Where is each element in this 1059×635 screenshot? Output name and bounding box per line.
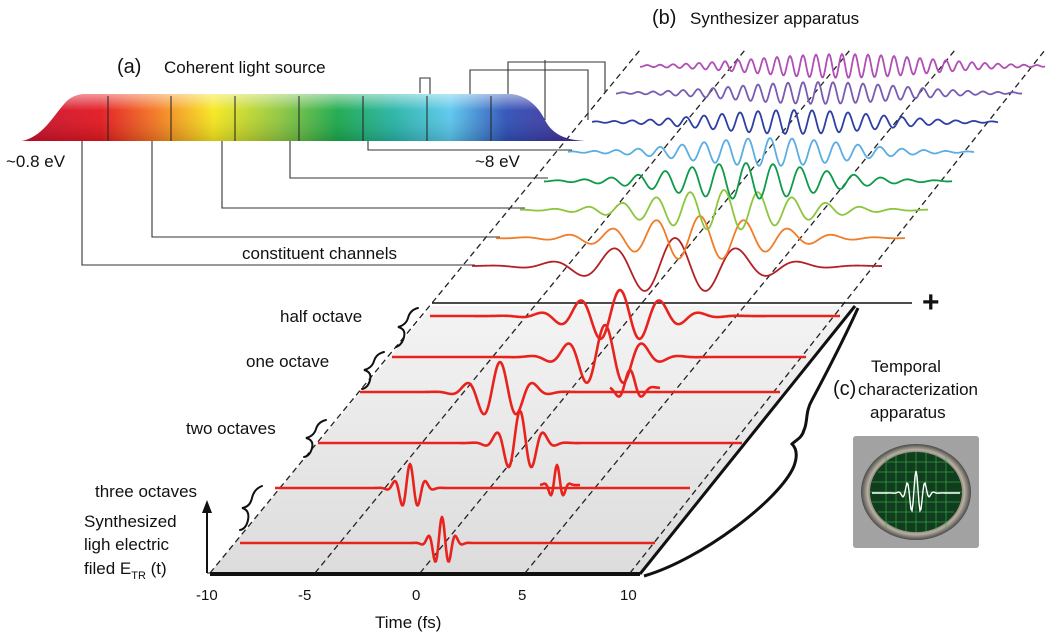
brace-three-octaves: [239, 485, 263, 531]
brace-half-octave: [395, 307, 419, 348]
synthesized-waveforms: [239, 288, 841, 563]
tick-label-10: 10: [620, 587, 637, 604]
big-right-brace: [643, 307, 860, 578]
panel-c-title-line1: Temporal: [871, 357, 941, 376]
panel-c-title-line3: apparatus: [870, 403, 946, 422]
tick-label-neg5: -5: [298, 587, 311, 604]
oscilloscope-trace: [872, 470, 960, 513]
waveform-braces: [239, 307, 419, 531]
panel-c-title-line2: characterization: [858, 380, 978, 399]
time-plane: [210, 306, 855, 573]
dashed-time-grid: [209, 49, 1046, 574]
channels-label: constituent channels: [242, 244, 397, 263]
synth-three-octaves: [274, 462, 691, 507]
label-half-octave: half octave: [280, 307, 362, 326]
panel-b-title: Synthesizer apparatus: [690, 9, 859, 28]
label-one-octave: one octave: [246, 352, 329, 371]
channel-waveform-8: [639, 53, 1046, 79]
brace-two-octaves: [303, 419, 327, 458]
synth-one-octave: [391, 323, 807, 385]
synth-half-octave: [429, 288, 841, 341]
synth-final: [239, 515, 656, 563]
channel-waveform-5: [567, 137, 975, 167]
channel-waveform-2: [495, 215, 906, 260]
spectrum-bar: [22, 94, 585, 141]
y-axis-label-line2: ligh electric: [84, 535, 170, 554]
tick-label-0: 0: [412, 587, 420, 604]
channel-waveform-6: [591, 109, 999, 135]
synth-three-octaves-echo: [539, 463, 581, 497]
panel-a-title: Coherent light source: [164, 58, 326, 77]
panel-a-letter: (a): [117, 56, 141, 78]
label-three-octaves: three octaves: [95, 482, 197, 501]
low-energy-label: ~0.8 eV: [6, 152, 66, 171]
channel-waveforms: [471, 53, 1046, 292]
panel-c-letter: (c): [833, 378, 856, 400]
oscilloscope-image: [853, 436, 979, 548]
x-axis-label: Time (fs): [375, 613, 441, 632]
channel-waveform-7: [615, 81, 1023, 105]
channel-connectors: [81, 60, 606, 266]
plus-sign: +: [922, 286, 940, 319]
channel-waveform-4: [543, 162, 953, 200]
tick-label-5: 5: [518, 587, 526, 604]
plane-right-edge: [638, 305, 857, 575]
synth-two-octaves: [317, 409, 743, 469]
panel-b-letter: (b): [652, 7, 676, 29]
label-two-octaves: two octaves: [186, 419, 276, 438]
axes: [202, 500, 640, 574]
channel-waveform-3: [519, 189, 929, 231]
y-axis-label-line1: Synthesized: [84, 512, 177, 531]
channel-waveform-1: [471, 237, 882, 292]
synth-one-octave-echo: [609, 368, 661, 398]
tick-label-neg10: -10: [196, 587, 218, 604]
brace-one-octave: [361, 351, 385, 390]
y-axis-label-line3: filed ETR (t): [84, 559, 167, 582]
high-energy-label: ~8 eV: [475, 152, 521, 171]
synth-one-octave-b: [359, 360, 781, 416]
